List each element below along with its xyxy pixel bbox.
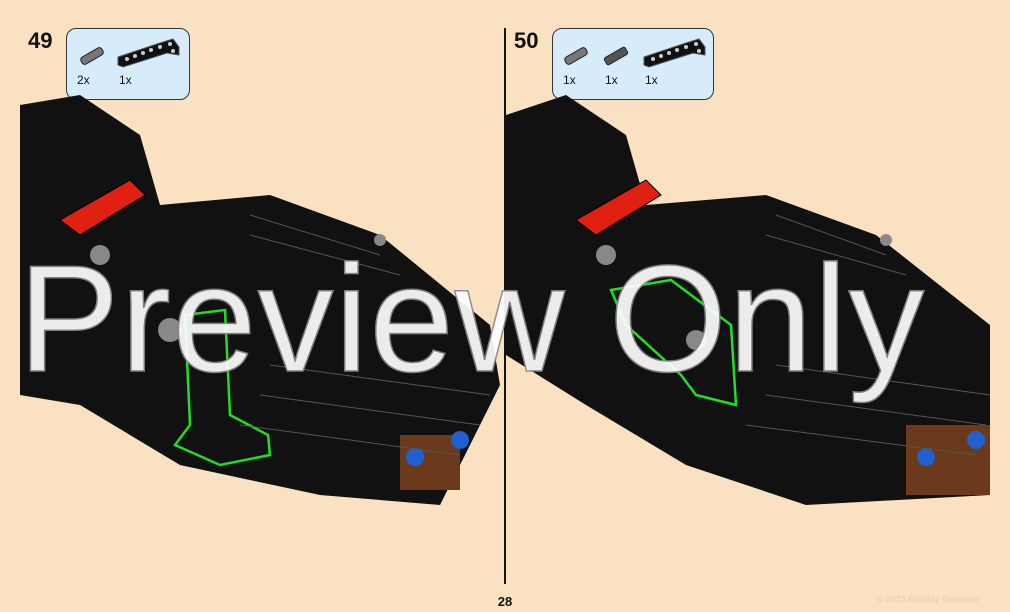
part-qty: 1x [563,73,576,87]
connector-pin-icon [564,47,588,65]
highlight-added-parts [173,308,272,467]
step-49-parts-box: 2x 1x [66,28,190,100]
step-49-number: 49 [28,28,53,53]
blue-pin [917,448,935,466]
step-50-model-render [506,95,990,505]
preview-watermark: Preview Only [17,233,926,405]
highlight-added-parts [609,278,738,407]
part-qty: 1x [119,73,132,87]
step-50-number: 50 [514,28,539,53]
part-qty: 1x [605,73,618,87]
blue-pin [406,448,424,466]
part-qty: 1x [645,73,658,87]
step-49-model-render [20,95,500,505]
step-divider [504,28,506,584]
page-number: 28 [497,594,513,609]
red-part [575,179,662,236]
connector-pin-icon [80,47,104,65]
copyright-notice: © 2023 Nikolay Gamurar [876,594,980,604]
step-50-parts-box: 1x 1x 1x [552,28,714,100]
l-beam-icon [643,38,706,68]
part-qty: 2x [77,73,90,87]
axle-pin-icon [603,46,629,66]
red-part [59,179,146,236]
l-beam-icon [117,38,180,68]
